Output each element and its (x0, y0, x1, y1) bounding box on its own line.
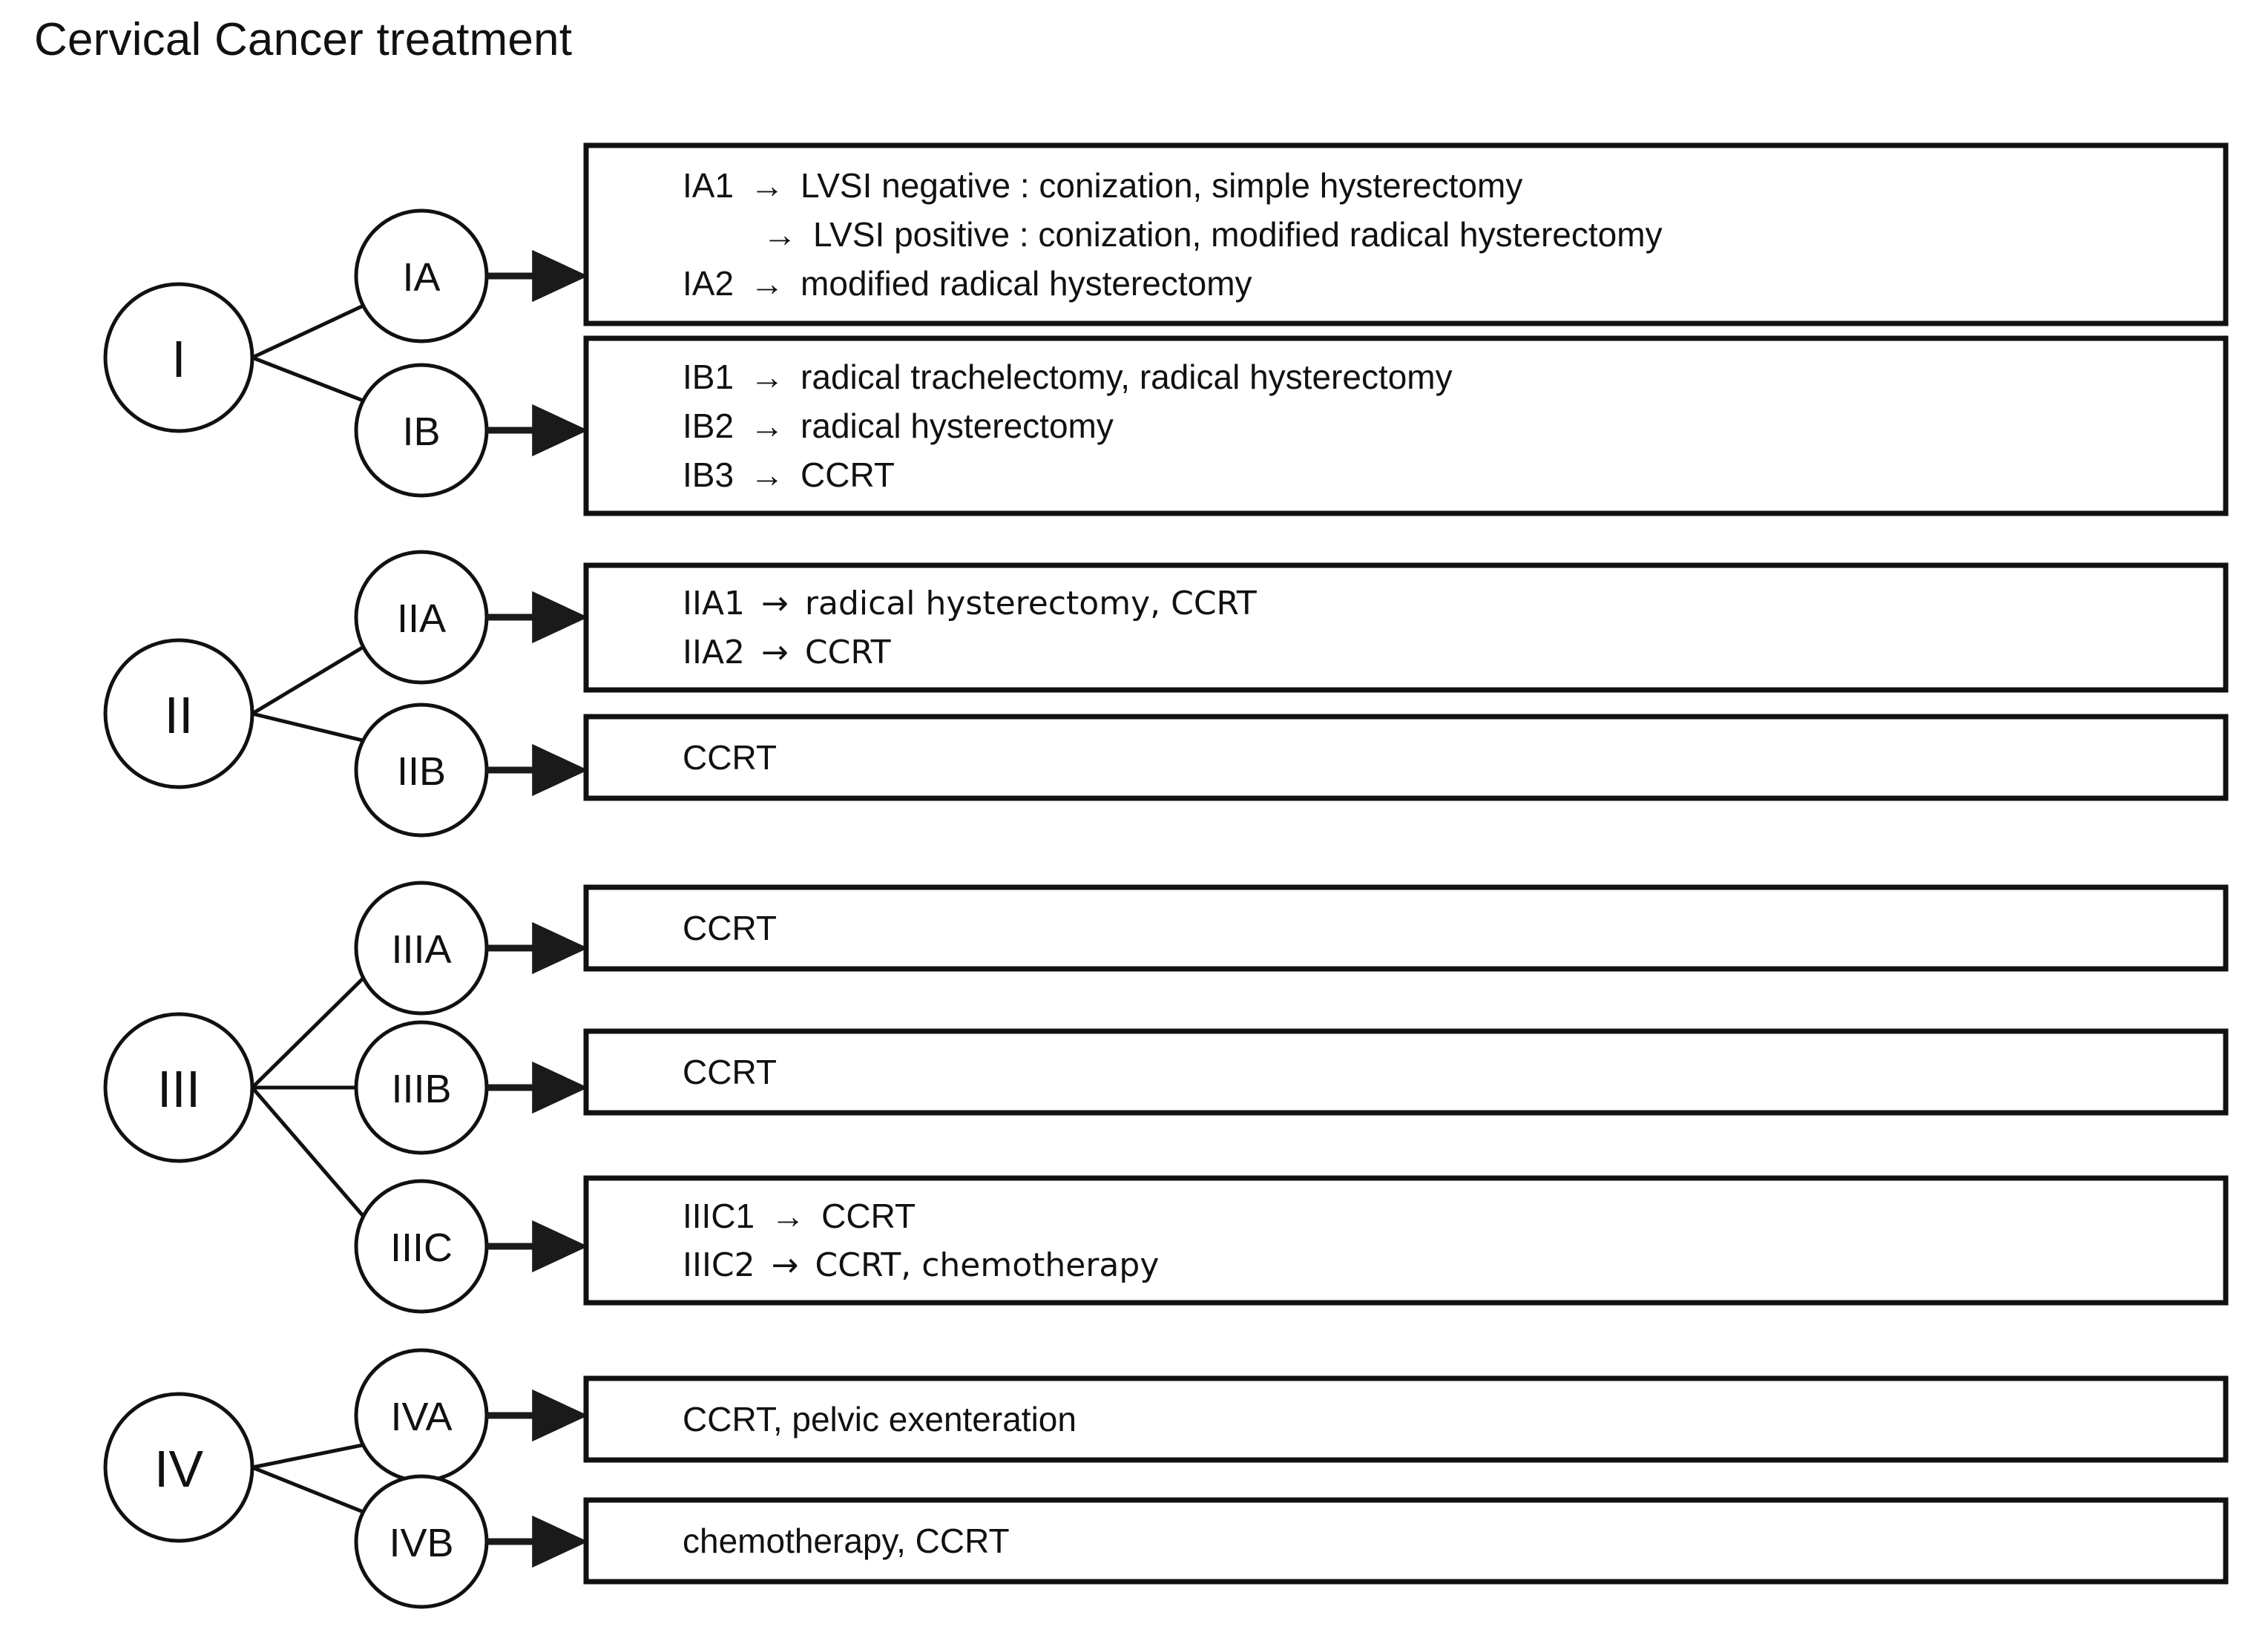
treatment-box-IVA[interactable] (583, 1375, 2229, 1463)
treatment-text: radical hysterectomy, CCRT (805, 585, 1257, 622)
treatment-text: CCRT (821, 1197, 916, 1235)
branch-line-IIA (251, 645, 365, 716)
treatment-code: IIA2 (683, 634, 745, 671)
stage-circle-II[interactable] (103, 638, 254, 789)
treatment-line-IIIC-2: IIIC2 → CCRT, chemotherapy (683, 1246, 1159, 1284)
treatment-code: IA1 (683, 166, 734, 205)
stage-circle-I[interactable] (103, 282, 254, 433)
treatment-line-IIIB-1: CCRT (683, 1053, 777, 1091)
stage-label-I: I (171, 330, 185, 388)
treatment-line-IIA-1: IIA1 → radical hysterectomy, CCRT (683, 585, 1257, 622)
stage-circle-III[interactable] (103, 1012, 254, 1163)
treatment-line-IVA-1: CCRT, pelvic exenteration (683, 1400, 1077, 1438)
treatment-text: CCRT (683, 738, 777, 777)
treatment-box-IIB[interactable] (583, 714, 2229, 801)
treatment-text: radical trachelectomy, radical hysterect… (801, 358, 1453, 396)
treatment-box-IA[interactable] (583, 142, 2229, 326)
treatment-text: CCRT (683, 1053, 777, 1091)
substage-label-IVA: IVA (390, 1395, 452, 1439)
treatment-box-IIIC[interactable] (583, 1175, 2229, 1306)
stage-group-III: III IIIA CCRT IIIB CCRT IIIC IIIC1 → CCRT IIIC2 → C… (103, 881, 2229, 1314)
treatment-code: IA2 (683, 264, 734, 303)
substage-label-IIIB: IIIB (391, 1067, 451, 1111)
treatment-text: LVSI negative : conization, simple hyste… (801, 166, 1522, 205)
treatment-code: IB3 (683, 456, 734, 494)
treatment-box-IIIB[interactable] (583, 1028, 2229, 1116)
substage-label-IIB: IIB (397, 749, 446, 794)
stage-label-II: II (165, 686, 194, 744)
branch-line-IIIC (251, 1086, 366, 1219)
substage-label-IIIC: IIIC (390, 1226, 453, 1270)
treatment-box-IIA[interactable] (583, 562, 2229, 693)
branch-line-IIB (252, 711, 365, 743)
treatment-code: IIIC1 (683, 1197, 755, 1235)
treatment-line-IIIA-1: CCRT (683, 909, 777, 947)
treatment-line-IA-1: IA1 → LVSI negative : conization, simple h… (683, 166, 1522, 205)
arrow-glyph-icon: → (763, 215, 797, 254)
substage-label-IB: IB (402, 410, 440, 454)
substage-label-IIIA: IIIA (391, 927, 451, 972)
arrow-glyph-icon: → (750, 407, 784, 445)
treatment-text: CCRT (805, 634, 891, 671)
treatment-line-IIB-1: CCRT (683, 738, 777, 777)
substage-label-IA: IA (402, 255, 440, 300)
substage-label-IVB: IVB (389, 1521, 453, 1565)
stage-label-IV: IV (154, 1440, 203, 1498)
substage-label-IIA: IIA (397, 596, 446, 641)
treatment-line-IB-1: IB1 → radical trachelectomy, radical hyste… (683, 358, 1453, 396)
arrow-glyph-icon: → (772, 1246, 799, 1284)
treatment-text: CCRT, pelvic exenteration (683, 1400, 1077, 1438)
treatment-code: IIIC2 (683, 1246, 755, 1284)
page-title: Cervical Cancer treatment (34, 14, 573, 65)
treatment-code: IB1 (683, 358, 734, 396)
treatment-text: radical hysterectomy (801, 407, 1114, 445)
branch-line-IVA (252, 1443, 365, 1470)
treatment-line-IIIC-1: IIIC1 → CCRT (683, 1197, 916, 1235)
treatment-box-IIIA[interactable] (583, 884, 2229, 972)
treatment-text: CCRT, chemotherapy (815, 1246, 1160, 1284)
stage-label-III: III (157, 1060, 200, 1118)
treatment-code: IIA1 (683, 585, 745, 622)
treatment-line-IB-3: IB3 → CCRT (683, 456, 895, 494)
stage-circle-IV[interactable] (103, 1392, 254, 1543)
treatment-text: CCRT (683, 909, 777, 947)
treatment-line-IA-3: IA2 → modified radical hysterectomy (683, 264, 1252, 303)
treatment-code: IB2 (683, 407, 734, 445)
treatment-line-IIA-2: IIA2 → CCRT (683, 634, 891, 671)
arrow-glyph-icon: → (761, 634, 789, 671)
treatment-box-IVB[interactable] (583, 1497, 2229, 1585)
arrow-glyph-icon: → (750, 166, 784, 205)
treatment-text: LVSI positive : conization, modified rad… (813, 215, 1663, 254)
stage-group-II: II IIA IIA1 → radical hysterectomy, CCRT IIA2… (103, 550, 2229, 838)
treatment-text: CCRT (801, 456, 895, 494)
arrow-glyph-icon: → (750, 358, 784, 396)
treatment-text: chemotherapy, CCRT (683, 1522, 1010, 1560)
arrow-glyph-icon: → (771, 1197, 805, 1235)
treatment-box-IB[interactable] (583, 335, 2229, 516)
treatment-line-IVB-1: chemotherapy, CCRT (683, 1522, 1010, 1560)
branch-line-IVB (252, 1465, 365, 1514)
branch-line-IA (251, 303, 365, 360)
arrow-glyph-icon: → (750, 264, 784, 303)
branch-line-IIIA (251, 976, 366, 1089)
arrow-glyph-icon: → (761, 585, 789, 622)
treatment-line-IB-2: IB2 → radical hysterectomy (683, 407, 1114, 445)
treatment-line-IA-2: → LVSI positive : conization, modified ra… (763, 215, 1663, 254)
arrow-glyph-icon: → (750, 456, 784, 494)
treatment-text: modified radical hysterectomy (801, 264, 1252, 303)
branch-line-IB (252, 355, 365, 403)
